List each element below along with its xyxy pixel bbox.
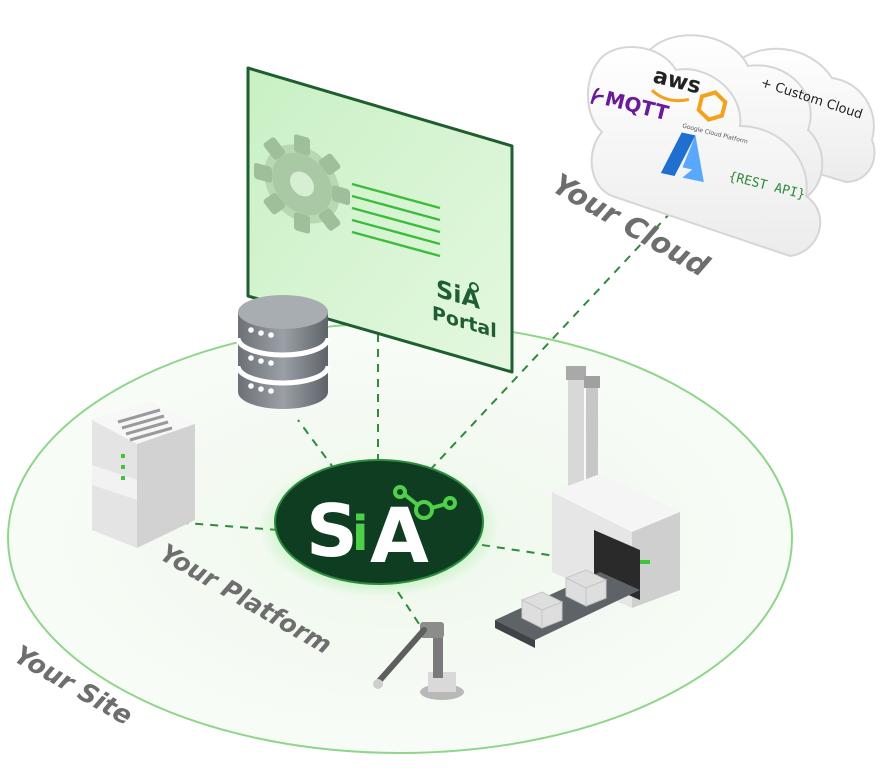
cloud-front [587,46,822,258]
portal-node-icon [469,282,479,293]
hub-logo-i: i [352,506,368,562]
text-lines-icon [351,182,441,258]
gear-icon [254,134,350,234]
link-hub-server [297,419,336,471]
factory-icon [495,366,680,648]
cloud-group: aws Google Cloud Platform MQTT {REST API… [587,34,876,258]
database-server-icon [235,295,331,409]
aws-smile-icon [650,89,690,103]
link-hub-robot [397,591,424,631]
package-box [520,569,608,629]
portal-screen[interactable]: SiA Portal [246,66,514,374]
link-hub-cloud [429,195,687,471]
azure-logo [660,132,704,183]
hub-node-graph-icon [393,485,457,520]
mqtt-signal-icon [590,87,604,105]
hub-logo-s: S [306,489,358,573]
plc-device-icon [92,402,195,548]
link-hub-factory [481,544,583,561]
sia-hub-logo[interactable]: S i A [274,459,484,585]
robot-arm-icon [373,622,464,700]
